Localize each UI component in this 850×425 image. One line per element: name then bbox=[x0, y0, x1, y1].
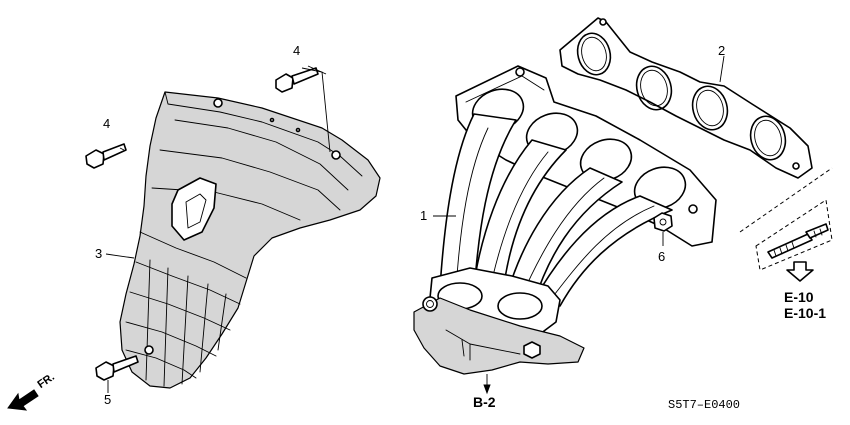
bolt-bottom bbox=[95, 355, 139, 381]
callout-part-6: 6 bbox=[658, 249, 666, 264]
reference-e10-1[interactable]: E-10-1 bbox=[784, 305, 827, 321]
reference-e10[interactable]: E-10 bbox=[784, 289, 814, 305]
callout-part-3: 3 bbox=[95, 246, 103, 261]
callout-part-4-left: 4 bbox=[103, 116, 111, 131]
callout-part-2: 2 bbox=[718, 43, 726, 58]
bolt-top bbox=[275, 67, 319, 93]
callout-part-5: 5 bbox=[104, 392, 112, 407]
heat-shield bbox=[119, 91, 381, 389]
front-direction-arrow-icon bbox=[7, 389, 39, 411]
callout-part-4-top: 4 bbox=[293, 43, 301, 58]
bolt-left bbox=[85, 143, 127, 169]
reference-b2[interactable]: B-2 bbox=[473, 394, 496, 410]
flange-nut bbox=[653, 212, 673, 232]
diagram-code: S5T7–E0400 bbox=[668, 398, 741, 412]
leader-lines bbox=[105, 55, 725, 395]
reference-down-arrow bbox=[786, 261, 814, 282]
exhaust-manifold bbox=[413, 65, 717, 375]
stud-bolt-reference-box bbox=[739, 167, 833, 271]
exhaust-gasket bbox=[559, 17, 813, 179]
callout-part-1: 1 bbox=[420, 208, 428, 223]
